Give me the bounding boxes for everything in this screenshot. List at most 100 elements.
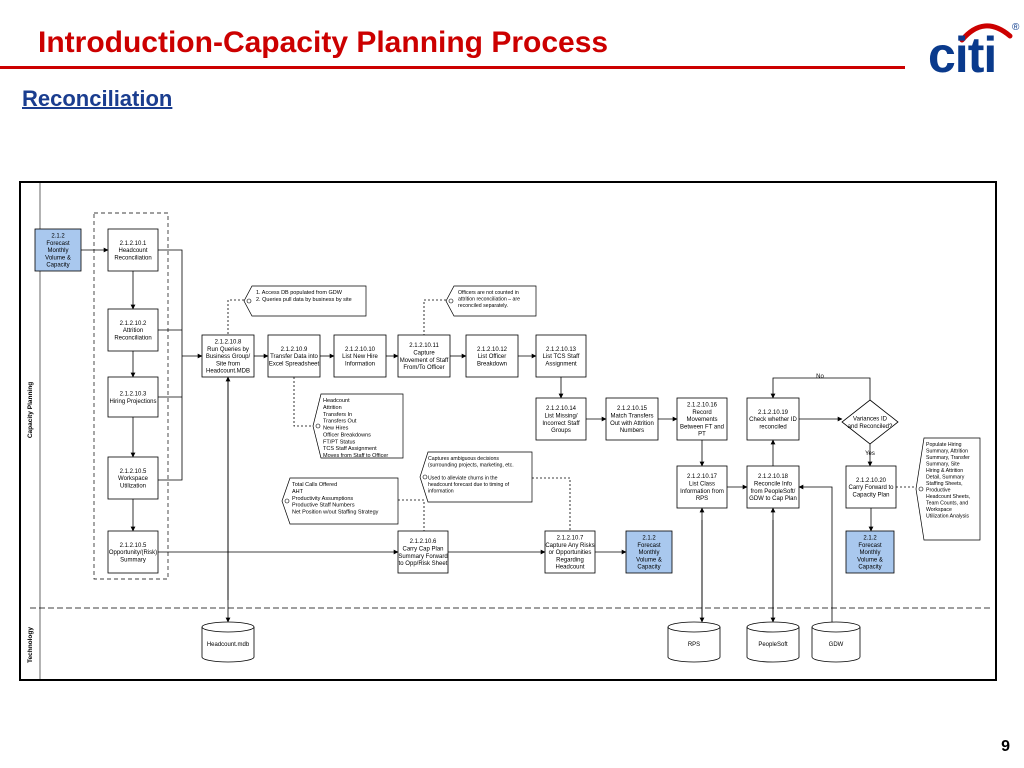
left-group-outline (93, 212, 169, 580)
populate-note-line-1: Summary, Attrition (926, 449, 968, 455)
variance-decision-line-1: and Reconciled? (848, 424, 893, 430)
forecast-box-mid-line-3: Volume & (636, 557, 662, 563)
attrition-reconciliation-box (107, 308, 159, 352)
forecast-box-top-line-2: Monthly (47, 248, 68, 254)
gdw-db-body (811, 627, 861, 663)
capture-risks-box-line-1: Capture Any Risks (545, 543, 594, 549)
transfer-excel-box-line-2: Excel Spreadsheet (269, 361, 320, 367)
opportunity-risk-summary-box-line-2: Summary (120, 557, 146, 563)
new-hire-box-line-1: List New Hire (342, 354, 378, 360)
forecast-box-right-line-1: Forecast (858, 543, 882, 549)
officers-note (445, 285, 537, 317)
populate-note-line-11: Utilization Analysis (926, 514, 969, 520)
forecast-box-mid-line-1: Forecast (637, 543, 661, 549)
new-hire-box-line-0: 2.1.2.10.10 (345, 347, 376, 353)
record-movements-box-line-4: PT (698, 432, 706, 438)
officer-breakdown-box-line-1: List Officer (478, 354, 507, 360)
tcs-staff-box-line-1: List TCS Staff (543, 354, 580, 360)
rps-db-label: RPS (688, 642, 700, 648)
logo-arc-icon (959, 23, 1013, 43)
capture-risks-box-line-4: Headcount (555, 565, 584, 571)
gdw-db-top (811, 621, 861, 633)
reconcile-info-box-line-3: GDW to Cap Plan (749, 496, 797, 502)
match-transfers-box-line-1: Match Transfers (610, 413, 653, 419)
peoplesoft-db-body (746, 627, 800, 663)
populate-note-hole-icon (918, 486, 924, 492)
headcount-reconciliation-box-line-1: Headcount (118, 248, 147, 254)
class-info-box-line-1: List Class (689, 481, 715, 487)
title-divider (0, 66, 905, 69)
class-info-box-line-3: RPS (696, 496, 708, 502)
reconcile-info-box-line-2: from PeopleSoft/ (751, 489, 796, 495)
arrow-gdw-to-reconcile (798, 484, 833, 622)
populate-note (915, 437, 981, 541)
populate-note-line-9: Team Counts, and (926, 501, 968, 507)
opportunity-risk-summary-box-line-0: 2.1.2.10.5 (120, 543, 147, 549)
headcount-db-top (201, 621, 255, 633)
carry-cap-plan-box-line-0: 2.1.2.10.6 (410, 539, 437, 545)
diagram-shapes: Capacity PlanningTechnology2.1.2Forecast… (27, 212, 981, 663)
workspace-utilization-box-line-2: Utilization (120, 483, 146, 489)
attrition-reconciliation-box-line-0: 2.1.2.10.2 (120, 321, 147, 327)
excel-fields-note-line-8: Moves from Staff to Officer (323, 453, 388, 459)
gdw-db-label: GDW (829, 642, 844, 648)
headcount-reconciliation-box-line-2: Reconciliation (114, 255, 151, 261)
workspace-utilization-box-line-0: 2.1.2.10.5 (120, 469, 147, 475)
attrition-reconciliation-box-line-1: Attrition (123, 328, 143, 334)
officers-note-line-2: reconciled separately. (458, 303, 508, 309)
run-queries-box-line-4: Headcount.MDB (206, 369, 250, 375)
class-info-box (676, 465, 728, 509)
carry-forward-box (845, 465, 897, 509)
run-queries-box-line-3: Site from (216, 361, 240, 367)
populate-note-line-5: Detail, Summary (926, 475, 965, 481)
line-ambiguous-to-risks (532, 477, 571, 531)
capture-risks-box (544, 530, 596, 574)
reconcile-info-box-line-1: Reconcile Info (754, 481, 793, 487)
calls-note-line-0: Total Calls Offered (292, 482, 337, 488)
carry-cap-plan-box (397, 530, 449, 574)
decision-no-label: No (816, 374, 824, 380)
lane-label-technology: Technology (27, 627, 34, 663)
ambiguous-note-line-4: headcount forecast due to timing of (428, 482, 510, 488)
peoplesoft-db-label: PeopleSoft (758, 642, 788, 648)
forecast-box-right-line-2: Monthly (859, 550, 880, 556)
carry-forward-box-line-2: Capacity Plan (852, 492, 889, 498)
officers-note-line-1: attrition reconciliation – are (458, 297, 520, 303)
excel-fields-note-line-4: New Hires (323, 426, 349, 432)
check-id-box-line-1: Check whether ID (749, 417, 797, 423)
transfer-excel-box (267, 334, 321, 378)
tcs-staff-box-line-2: Assignment (545, 361, 577, 367)
forecast-box-mid-line-2: Monthly (638, 550, 659, 556)
record-movements-box-line-0: 2.1.2.10.16 (687, 402, 718, 408)
headcount-db-body (201, 627, 255, 663)
run-queries-box-line-1: Run Queries by (207, 347, 249, 353)
connector-lines (19, 181, 997, 681)
line-note-to-capture (423, 299, 450, 335)
excel-fields-note-line-7: TCS Staff Assignment (323, 446, 377, 452)
calls-note-line-1: AHT (292, 489, 304, 495)
peoplesoft-db-top (746, 621, 800, 633)
officers-note-hole-icon (448, 298, 454, 304)
populate-note-line-8: Headcount Sheets, (926, 494, 970, 500)
calls-note-line-2: Productivity Assumptions (292, 496, 353, 502)
process-flow-diagram: Capacity PlanningTechnology2.1.2Forecast… (19, 181, 997, 681)
capture-risks-box-line-2: or Opportunities (549, 550, 592, 556)
db-queries-note-hole-icon (246, 298, 252, 304)
populate-note-line-10: Workspace (926, 507, 952, 513)
ambiguous-note-line-0: Captures ambiguous decisions (428, 456, 499, 462)
carry-cap-plan-box-line-2: Summary Forward (398, 554, 447, 560)
attrition-reconciliation-box-line-2: Reconciliation (114, 335, 151, 341)
record-movements-box-line-2: Movements (686, 417, 717, 423)
opportunity-risk-summary-box-line-1: Opportunity/(Risk) (109, 550, 157, 556)
record-movements-box-line-1: Record (692, 410, 711, 416)
match-transfers-box (605, 397, 659, 441)
carry-cap-plan-box-line-3: to Opp/Risk Sheet (399, 561, 448, 567)
carry-forward-box-line-0: 2.1.2.10.20 (856, 478, 887, 484)
carry-cap-plan-box-line-1: Carry Cap Plan (402, 546, 443, 552)
calls-note-hole-icon (284, 498, 290, 504)
class-info-box-line-2: Information from (680, 489, 724, 495)
transfer-excel-box-line-1: Transfer Data into (270, 354, 318, 360)
run-queries-box (201, 334, 255, 378)
calls-note-line-3: Productive Staff Numbers (292, 503, 355, 509)
ambiguous-note-line-3: Used to alleviate churns in the (428, 476, 498, 482)
